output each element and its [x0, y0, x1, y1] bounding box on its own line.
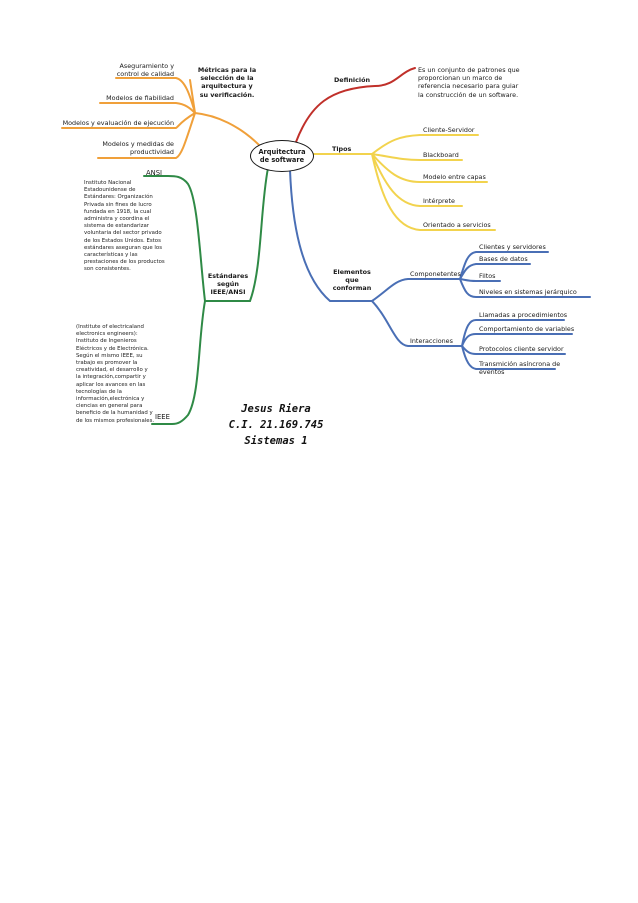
- elementos-label: Elementos que conforman: [332, 268, 372, 293]
- ansi-label: ANSI: [146, 169, 163, 177]
- tipos-label: Tipos: [332, 145, 352, 153]
- ieee-label: IEEE: [155, 413, 170, 421]
- componentes-item-filtos: Filtos: [479, 272, 496, 280]
- branch-int-protocolos: [461, 345, 566, 355]
- definicion-label: Definición: [334, 76, 371, 84]
- branch-comp-niveles: [459, 278, 591, 298]
- componentes-item-niveles: Niveles en sistemas jerárquico: [479, 288, 577, 296]
- ieee-description: (Institute of electricaland electronics …: [76, 324, 155, 424]
- tipos-item-orientado-servicios: Orientado a servicios: [423, 221, 491, 229]
- branch-componentes: [371, 278, 461, 302]
- branch-tipos-servicios: [371, 153, 496, 231]
- branch-elementos-main: [289, 169, 373, 302]
- branch-tipos-blackboard: [371, 153, 463, 161]
- componentes-item-clientes: Clientes y servidores: [479, 243, 546, 251]
- interacciones-item-llamadas: Llamadas a procedimientos: [479, 311, 568, 319]
- branch-metricas-main: [194, 112, 263, 149]
- central-node: Arquitectura de software: [250, 140, 314, 172]
- branch-comp-filtos: [459, 278, 501, 282]
- branch-comp-bases: [459, 263, 531, 280]
- branch-estandares-main: [204, 167, 269, 302]
- branch-tipos-interprete: [371, 153, 463, 207]
- interacciones-item-variables: Comportamiento de variables: [479, 325, 575, 333]
- metricas-item-ejecucion: Modelos y evaluación de ejecución: [62, 119, 174, 127]
- componentes-label: Componetentes: [410, 270, 461, 278]
- branch-int-variables: [461, 333, 573, 347]
- branch-ieee: [151, 300, 206, 425]
- author-ci: C.I. 21.169.745: [228, 419, 324, 431]
- branch-tipos-capas: [371, 153, 488, 183]
- definicion-text: Es un conjunto de patrones que proporcio…: [418, 66, 520, 99]
- branch-int-transmision: [461, 345, 556, 370]
- author-name: Jesus Riera: [241, 403, 311, 415]
- ansi-description: Instituto Nacional Estadounidense de Est…: [84, 180, 165, 273]
- interacciones-item-transmision: Transmición asíncrona de eventos: [479, 360, 561, 377]
- branch-comp-clientes: [459, 251, 549, 280]
- branch-ansi: [143, 175, 206, 302]
- metricas-label: Métricas para la selección de la arquite…: [197, 66, 257, 99]
- branch-metricas-aseguramiento: [115, 77, 196, 114]
- branch-definicion: [295, 67, 416, 143]
- estandares-label: Estándares según IEEE/ANSI: [207, 272, 249, 297]
- metricas-item-aseguramiento: Aseguramiento y control de calidad: [116, 62, 174, 79]
- interacciones-label: Interacciones: [410, 337, 453, 345]
- branch-interacciones: [371, 300, 463, 347]
- tipos-item-blackboard: Blackboard: [423, 151, 459, 159]
- interacciones-item-protocolos: Protocolos cliente servidor: [479, 345, 564, 353]
- tipos-item-interprete: Intérprete: [423, 197, 455, 205]
- central-node-label: Arquitectura de software: [258, 148, 306, 164]
- branch-tipos-cliente: [371, 134, 479, 155]
- tipos-item-modelo-capas: Modelo entre capas: [423, 173, 486, 181]
- author-course: Sistemas 1: [244, 435, 308, 447]
- branch-int-llamadas: [461, 319, 565, 347]
- branch-metricas-fiabilidad: [99, 102, 196, 114]
- branch-metricas-productividad: [97, 112, 196, 159]
- tipos-item-cliente-servidor: Cliente-Servidor: [423, 126, 475, 134]
- branch-metricas-ejecucion: [61, 112, 196, 129]
- componentes-item-bases: Bases de datos: [479, 255, 528, 263]
- metricas-item-productividad: Modelos y medidas de productividad: [102, 140, 174, 157]
- metricas-item-fiabilidad: Modelos de fiabilidad: [106, 94, 174, 102]
